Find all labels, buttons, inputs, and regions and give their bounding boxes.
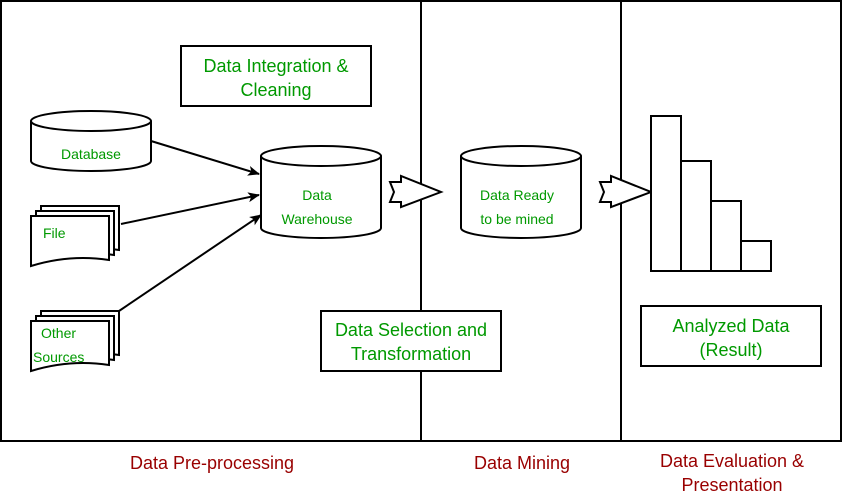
analyzed-data-box: Analyzed Data (Result)	[640, 305, 822, 367]
selection-transformation-box: Data Selection and Transformation	[320, 310, 502, 372]
warehouse-line1: Data	[302, 187, 332, 203]
database-cylinder: Database	[30, 110, 152, 172]
stage-mining-label: Data Mining	[474, 453, 570, 473]
arrow-database-to-warehouse	[150, 140, 260, 176]
stage-evaluation-line2: Presentation	[681, 475, 782, 495]
selection-line2: Transformation	[351, 344, 471, 364]
other-sources-line2: Sources	[33, 349, 84, 365]
ready-line1: Data Ready	[480, 187, 554, 203]
warehouse-line2: Warehouse	[281, 211, 352, 227]
database-label: Database	[61, 146, 121, 162]
file-label: File	[43, 225, 66, 241]
bar-graph-icon	[650, 115, 772, 272]
other-sources-line1: Other	[41, 325, 76, 341]
selection-line1: Data Selection and	[335, 320, 487, 340]
integration-cleaning-box: Data Integration & Cleaning	[180, 45, 372, 107]
other-sources-documents: Other Sources	[30, 310, 120, 373]
stage-evaluation-line1: Data Evaluation &	[660, 451, 804, 471]
ready-line2: to be mined	[480, 211, 553, 227]
integration-line2: Cleaning	[240, 80, 311, 100]
arrow-other-to-warehouse	[118, 214, 262, 312]
stage-preprocessing-label: Data Pre-processing	[130, 453, 294, 473]
analyzed-line1: Analyzed Data	[672, 316, 790, 336]
arrow-warehouse-to-ready	[388, 174, 444, 209]
data-ready-cylinder: Data Ready to be mined	[460, 145, 582, 239]
data-warehouse-cylinder: Data Warehouse	[260, 145, 382, 239]
arrow-file-to-warehouse	[120, 192, 260, 225]
file-documents: File	[30, 205, 120, 268]
arrow-ready-to-results	[598, 174, 654, 209]
integration-line1: Data Integration &	[203, 56, 348, 76]
analyzed-line2: (Result)	[699, 340, 762, 360]
